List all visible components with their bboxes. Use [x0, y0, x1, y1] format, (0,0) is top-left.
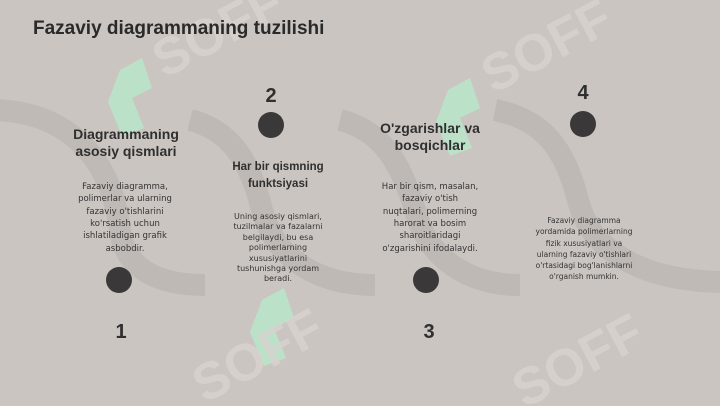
step-3-marker: [413, 267, 439, 293]
step-3-number: 3: [423, 321, 435, 343]
step-1-line: asbobdir.: [105, 243, 145, 254]
step-3-description: Har bir qism, masalan, fazaviy o'tish nu…: [355, 181, 505, 255]
step-3-line: nuqtalari, polimerning: [382, 206, 478, 217]
step-4-number: 4: [577, 82, 589, 104]
step-4-line: Fazaviy diagramma: [547, 216, 621, 225]
watermark-logo-3: [250, 288, 294, 366]
step-2-heading-line-2: funktsiyasi: [247, 177, 309, 190]
watermark-logo-2: [436, 78, 480, 156]
step-1-marker: [106, 267, 132, 293]
step-1-line: Fazaviy diagramma,: [82, 182, 168, 192]
curve-1: [0, 99, 206, 296]
step-1-description: Fazaviy diagramma, polimerlar va ularnin…: [50, 181, 200, 255]
step-2-line: polimerlarning: [248, 243, 308, 253]
step-2-marker: [258, 112, 284, 138]
step-1-number: 1: [115, 321, 127, 343]
step-3-line: o'zgarishini ifodalaydi.: [382, 243, 478, 254]
step-4-line: o'rganish mumkin.: [549, 272, 619, 282]
step-2-line: beradi.: [263, 274, 293, 284]
curve-3: [336, 109, 521, 296]
step-2-line: tushunishga yordam: [236, 263, 320, 273]
step-2-heading: Har bir qismning funktsiyasi: [200, 161, 356, 192]
step-2-line: xususiyatlarini: [248, 253, 308, 263]
step-3-heading-line-1: O'zgarishlar va: [380, 120, 480, 136]
step-4-line: yordamida polimerlarning: [535, 227, 633, 237]
step-1-heading-line-1: Diagrammaning: [73, 126, 179, 142]
step-1-line: ko'rsatish uchun: [90, 218, 160, 229]
step-2-line: belgilaydi, bu esa: [242, 232, 314, 242]
page-title: Fazaviy diagrammaning tuzilishi: [33, 18, 325, 39]
step-3-line: sharoitlaridagi: [399, 231, 461, 242]
watermark-text-1: SOFF: [143, 0, 293, 89]
step-2-number: 2: [265, 85, 277, 107]
watermark-logo-1: [108, 58, 152, 136]
step-2-description: Uning asosiy qismlari, tuzilmalar va faz…: [200, 212, 356, 285]
step-2-line: tuzilmalar va fazalarni: [233, 222, 323, 232]
step-4-line: o'rtasidagi bog'lanishlarni: [535, 261, 633, 270]
step-3-heading-line-2: bosqichlar: [394, 136, 466, 153]
watermark-text-4: SOFF: [503, 303, 653, 406]
step-1-heading-line-2: asosiy qismlari: [75, 142, 177, 159]
step-3-line: fazaviy o'tish: [401, 194, 459, 205]
step-4-description: Fazaviy diagramma yordamida polimerlarni…: [510, 215, 658, 283]
curve-4: [492, 99, 720, 293]
step-2-line: Uning asosiy qismlari,: [234, 212, 322, 221]
curve-2: [186, 109, 376, 296]
step-4-marker: [570, 111, 596, 137]
step-3-line: harorat va bosim: [393, 218, 467, 229]
watermark-text-2: SOFF: [472, 0, 622, 105]
step-1-line: fazaviy o'tishlarini: [86, 206, 164, 217]
step-1-line: polimerlar va ularning: [78, 194, 172, 205]
step-3-heading: O'zgarishlar va bosqichlar: [350, 120, 510, 154]
step-1-heading: Diagrammaning asosiy qismlari: [42, 126, 210, 160]
step-4-line: fizik xususiyatlari va: [545, 238, 623, 248]
step-2-heading-line-1: Har bir qismning: [232, 161, 324, 173]
step-3-line: Har bir qism, masalan,: [381, 182, 479, 192]
step-1-line: ishlatiladigan grafik: [83, 231, 167, 242]
step-4-line: ularning fazaviy o'tishlari: [536, 249, 632, 259]
